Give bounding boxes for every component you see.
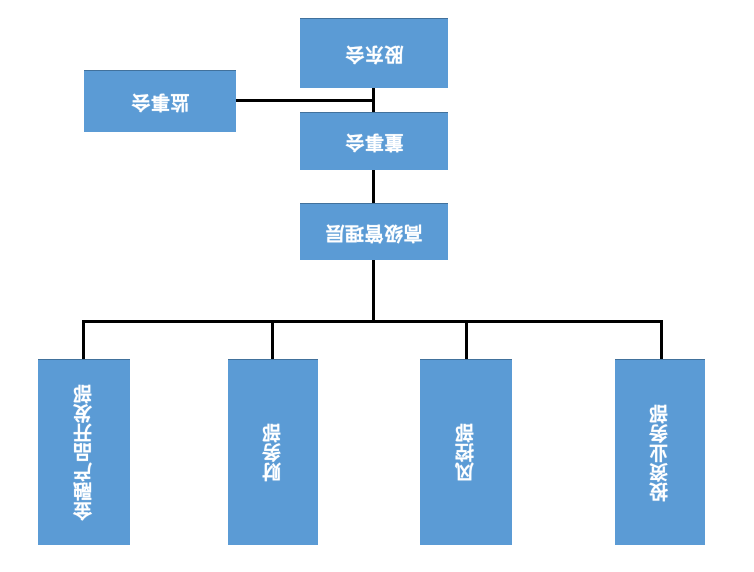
node-label-senior-management: 高级管理层	[325, 221, 423, 244]
node-label-board-of-directors: 董事会	[344, 131, 404, 153]
node-risk-control-dept[interactable]: 风控部	[420, 359, 512, 545]
connector-drop-finance-dept	[271, 320, 274, 360]
connector-drop-financial-product-dept	[82, 320, 85, 360]
node-label-investment-business-dept: 投资业务部	[648, 403, 671, 502]
connector-drop-investment-business-dept	[660, 320, 663, 360]
connector-management-to-distribution-bar	[372, 260, 375, 322]
connector-drop-risk-control-dept	[465, 320, 468, 360]
node-investment-business-dept[interactable]: 投资业务部	[615, 359, 705, 545]
node-label-risk-control-dept: 风控部	[454, 423, 477, 482]
node-label-finance-dept: 财务部	[261, 423, 284, 482]
node-board-of-directors[interactable]: 董事会	[300, 112, 448, 170]
node-finance-dept[interactable]: 财务部	[228, 359, 318, 545]
node-financial-product-development-dept[interactable]: 金融产品开发部	[38, 359, 130, 545]
connector-supervisors-to-trunk	[236, 99, 375, 102]
node-senior-management[interactable]: 高级管理层	[300, 203, 448, 260]
node-board-of-supervisors[interactable]: 监事会	[84, 70, 236, 132]
node-label-shareholders-meeting: 股东会	[344, 43, 404, 65]
node-label-board-of-supervisors: 监事会	[130, 91, 190, 113]
connector-directors-to-management	[372, 170, 375, 204]
connector-distribution-bar	[82, 320, 662, 323]
node-label-financial-product-development-dept: 金融产品开发部	[72, 384, 95, 521]
node-shareholders-meeting[interactable]: 股东会	[300, 18, 448, 88]
